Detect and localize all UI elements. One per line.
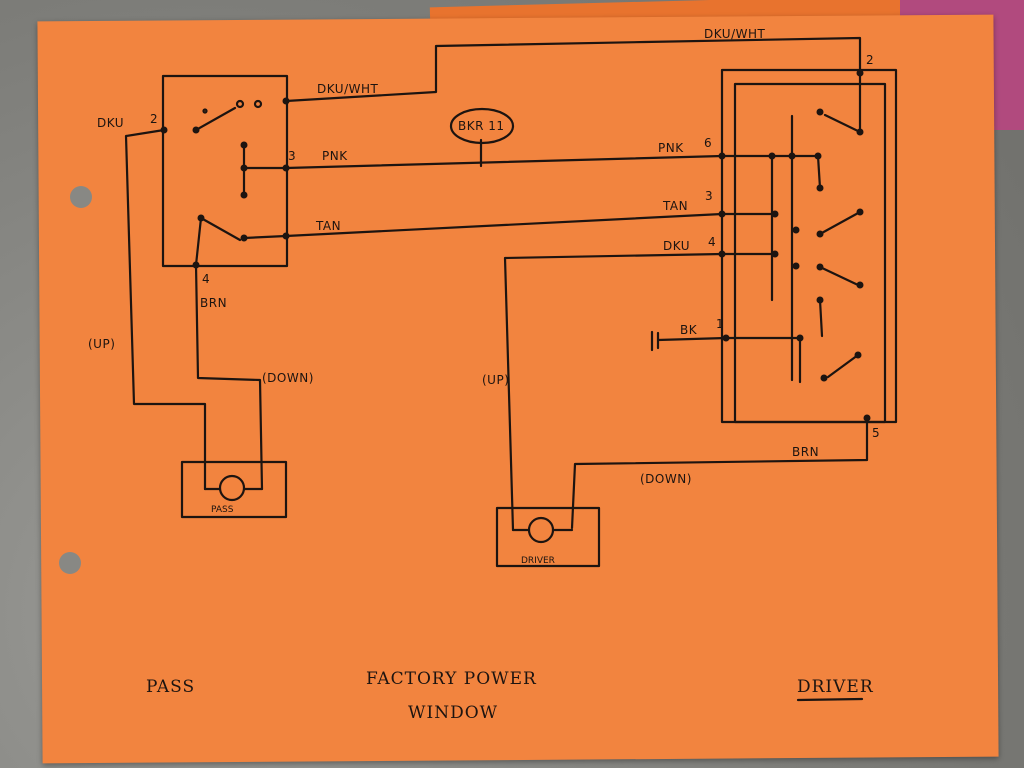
pass-terminal-2-number: 2 [150,112,158,126]
driver-terminal-5-number: 5 [872,426,880,440]
driver-terminal-4-number: 4 [708,235,716,249]
label-dku-pass: DKU [97,116,124,130]
driver-node-f [792,226,800,234]
label-dku-wht-pass: DKU/WHT [317,82,379,96]
driver-bk-blade [826,353,860,379]
driver-switch-outer-box [720,68,898,424]
breaker-oval [449,107,515,145]
punch-hole-top [70,186,92,208]
pass-bus-dot-1 [240,141,248,149]
wire-brn-driver-down [570,416,869,530]
label-brn-pass: BRN [200,296,227,310]
breaker-label: BKR 11 [458,119,505,133]
driver-upper-contact [816,108,824,116]
driver-down-label: (DOWN) [640,472,692,486]
pass-lower-to-tan [242,234,288,240]
driver-node-i [771,250,779,258]
driver-node-e [771,210,779,218]
label-pnk-driver: PNK [658,141,684,155]
pass-up-label: (UP) [88,337,115,351]
driver-motor-box [495,506,601,568]
footer-driver-label: DRIVER [797,677,874,697]
driver-motor-circle [527,516,555,544]
driver-motor-label: DRIVER [521,556,555,566]
driver-tan-blade [818,210,862,236]
driver-terminal-1-number: 1 [716,317,724,331]
label-tan-driver: TAN [662,199,688,213]
driver-node-b [788,152,796,160]
driver-pnk-blade [816,154,822,190]
pass-lower-to-terminal-4 [194,216,203,267]
footer-title-line2: WINDOW [408,703,498,723]
pass-switch-blade-lower [199,216,242,242]
label-pnk-pass: PNK [322,149,348,163]
pass-motor-circle [218,474,246,502]
wire-pnk [284,154,724,170]
driver-terminal-6-number: 6 [704,136,712,150]
driver-dku-blade [818,265,860,287]
label-brn-driver: BRN [792,445,819,459]
driver-up-label: (UP) [482,373,509,387]
driver-terminal-3-number: 3 [705,189,713,203]
driver-node-l [856,281,864,289]
driver-lower-link [818,298,824,338]
wire-bk-ground [656,336,728,342]
pass-contact-marker [202,108,208,114]
label-bk-driver: BK [680,323,698,337]
label-dku-driver: DKU [663,239,690,253]
driver-terminal-2-number: 2 [866,53,874,67]
pass-switch-blade-upper [194,106,237,132]
wire-dku-driver-up [503,252,724,532]
wire-dku-wht [284,36,862,103]
pass-down-label: (DOWN) [262,371,314,385]
footer-title-line1: FACTORY POWER [366,669,537,689]
pass-motor-box [180,460,288,519]
driver-node-p [820,374,828,382]
wire-dku-pass-up [124,128,207,491]
punch-hole-bottom [59,552,81,574]
label-tan-pass: TAN [315,219,341,233]
pass-terminal-4-number: 4 [202,272,210,286]
pass-contact-open [235,99,245,109]
label-dku-wht-top: DKU/WHT [704,27,766,41]
driver-upper-blade [823,113,862,134]
driver-underline [796,697,864,702]
pass-bus-dot-3 [240,191,248,199]
wire-brn-pass-down [194,263,264,491]
pass-motor-label: PASS [211,505,234,515]
driver-node-j [792,262,800,270]
footer-pass-label: PASS [146,677,195,697]
driver-node-d [816,184,824,192]
pass-contact-open-2 [253,99,263,109]
pass-terminal-3-number: 3 [288,149,296,163]
driver-node-h [856,208,864,216]
wire-tan [284,212,724,238]
driver-node-a [768,152,776,160]
